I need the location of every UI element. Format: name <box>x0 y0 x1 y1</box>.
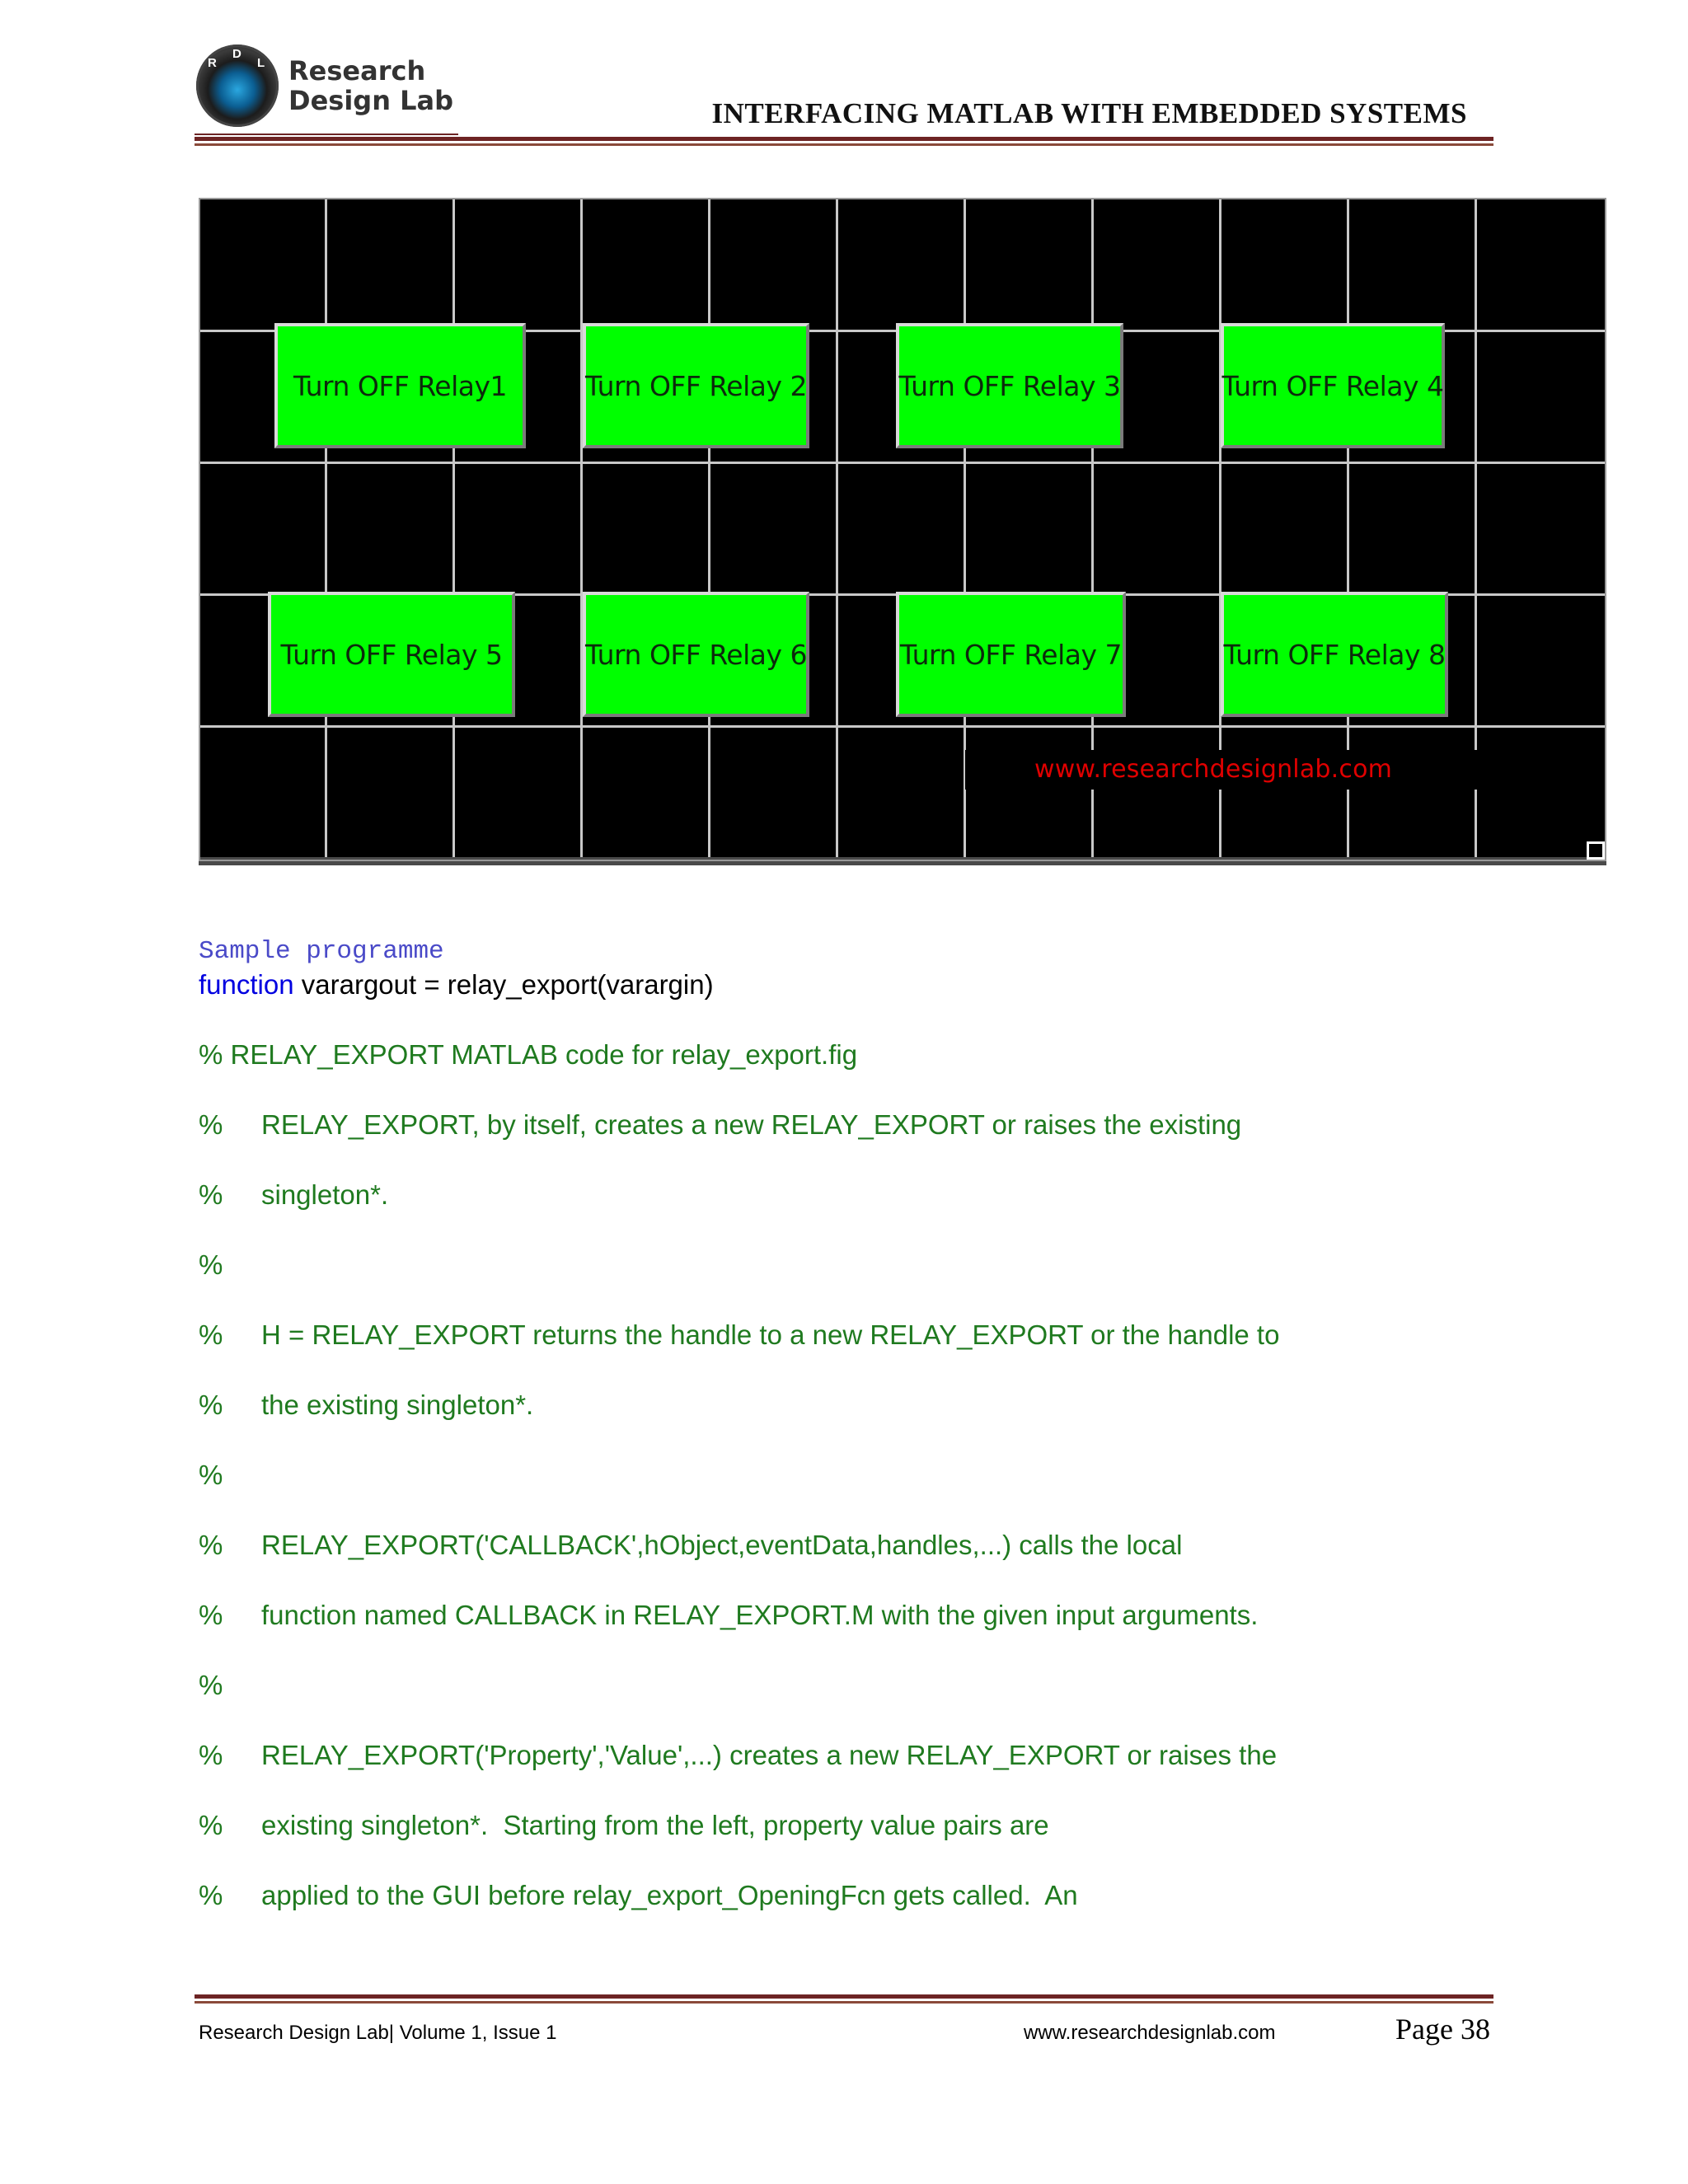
logo-letter-d: D <box>232 47 241 61</box>
sample-programme-label: Sample programme <box>199 937 444 966</box>
gui-frame <box>199 198 1606 861</box>
footer-website: www.researchdesignlab.com <box>1024 2022 1276 2044</box>
comment-text: RELAY_EXPORT('CALLBACK',hObject,eventDat… <box>261 1530 1183 1560</box>
code-comment-line: % RELAY_EXPORT('CALLBACK',hObject,eventDa… <box>199 1530 1182 1561</box>
comment-percent: % <box>199 1319 223 1350</box>
footer-divider-secondary <box>195 2001 1493 2004</box>
comment-text: RELAY_EXPORT('Property','Value',...) cre… <box>261 1740 1278 1770</box>
code-comment-line: % applied to the GUI before relay_export_… <box>199 1880 1078 1911</box>
url-background <box>965 750 1509 790</box>
logo-letter-l: L <box>257 56 265 70</box>
code-comment-line: % existing singleton*. Starting from the … <box>199 1810 1049 1841</box>
logo-line-1: Research <box>288 55 426 87</box>
comment-percent: % <box>199 1810 223 1840</box>
code-comment-line: % singleton*. <box>199 1179 388 1211</box>
comment-text: singleton*. <box>261 1179 389 1210</box>
footer-divider <box>195 1994 1493 1999</box>
relay-6-off-button[interactable]: Turn OFF Relay 6 <box>583 592 809 717</box>
comment-text: the existing singleton*. <box>261 1390 534 1420</box>
grid-line <box>708 198 710 857</box>
logo-letter-r: R <box>208 56 217 70</box>
function-declaration: function varargout = relay_export(vararg… <box>199 969 714 1001</box>
code-comment-line: % RELAY_EXPORT('Property','Value',...) cr… <box>199 1740 1277 1771</box>
code-comment-line: % H = RELAY_EXPORT returns the handle to … <box>199 1319 1279 1351</box>
page-header-title: INTERFACING MATLAB WITH EMBEDDED SYSTEMS <box>711 97 1467 129</box>
grid-line <box>580 198 583 857</box>
comment-percent: % <box>199 1880 223 1910</box>
header-divider-thin <box>195 134 458 135</box>
grid-line <box>199 725 1606 728</box>
function-signature: varargout = relay_export(varargin) <box>293 969 714 1000</box>
code-comment-header: % RELAY_EXPORT MATLAB code for relay_exp… <box>199 1039 858 1070</box>
footer-publication: Research Design Lab| Volume 1, Issue 1 <box>199 2022 557 2044</box>
code-comment-line: % <box>199 1670 261 1701</box>
comment-percent: % <box>199 1670 223 1700</box>
comment-text: H = RELAY_EXPORT returns the handle to a… <box>261 1319 1280 1350</box>
gui-bottom-edge <box>199 857 1606 865</box>
relay-8-off-button[interactable]: Turn OFF Relay 8 <box>1221 592 1448 717</box>
grid-line <box>325 198 327 857</box>
comment-percent: % <box>199 1530 223 1560</box>
relay-control-gui: Turn OFF Relay1 Turn OFF Relay 2 Turn OF… <box>199 198 1606 857</box>
code-comment-line: % <box>199 1460 261 1491</box>
header-divider <box>195 137 1493 141</box>
grid-line <box>964 198 966 857</box>
code-comment-line: % the existing singleton*. <box>199 1390 533 1421</box>
page-number: Page 38 <box>1395 2013 1490 2046</box>
logo-line-2: Design Lab <box>288 85 453 116</box>
grid-line <box>199 462 1606 464</box>
relay-5-off-button[interactable]: Turn OFF Relay 5 <box>268 592 515 717</box>
relay-3-off-button[interactable]: Turn OFF Relay 3 <box>896 323 1123 448</box>
resize-handle-icon[interactable] <box>1587 841 1605 860</box>
comment-percent: % <box>199 1460 223 1490</box>
gui-website-url: www.researchdesignlab.com <box>1034 755 1393 784</box>
relay-1-off-button[interactable]: Turn OFF Relay1 <box>274 323 526 448</box>
code-comment-line: % <box>199 1249 261 1281</box>
comment-percent: % <box>199 1740 223 1770</box>
grid-line <box>1219 198 1221 857</box>
function-keyword: function <box>199 969 294 1000</box>
comment-percent: % <box>199 1390 223 1420</box>
grid-line <box>1091 198 1094 857</box>
relay-4-off-button[interactable]: Turn OFF Relay 4 <box>1221 323 1445 448</box>
comment-text: RELAY_EXPORT, by itself, creates a new R… <box>261 1109 1242 1140</box>
header-divider-secondary <box>195 143 1493 146</box>
code-comment-line: % function named CALLBACK in RELAY_EXPORT… <box>199 1600 1258 1631</box>
grid-line <box>1347 198 1349 857</box>
comment-text: function named CALLBACK in RELAY_EXPORT.… <box>261 1600 1259 1630</box>
code-comment-line: % RELAY_EXPORT, by itself, creates a new … <box>199 1109 1241 1141</box>
grid-line <box>836 198 838 857</box>
research-design-lab-logo: R D L Research Design Lab <box>196 43 460 134</box>
grid-line <box>1475 198 1477 857</box>
comment-percent: % <box>199 1109 223 1140</box>
relay-2-off-button[interactable]: Turn OFF Relay 2 <box>583 323 809 448</box>
logo-globe-icon: R D L <box>196 45 279 127</box>
comment-percent: % <box>199 1179 223 1210</box>
comment-percent: % <box>199 1600 223 1630</box>
grid-line <box>452 198 455 857</box>
comment-text: applied to the GUI before relay_export_O… <box>261 1880 1078 1910</box>
comment-percent: % <box>199 1249 223 1280</box>
comment-text: existing singleton*. Starting from the l… <box>261 1810 1049 1840</box>
relay-7-off-button[interactable]: Turn OFF Relay 7 <box>896 592 1126 717</box>
logo-wordmark: Research Design Lab <box>288 56 453 115</box>
